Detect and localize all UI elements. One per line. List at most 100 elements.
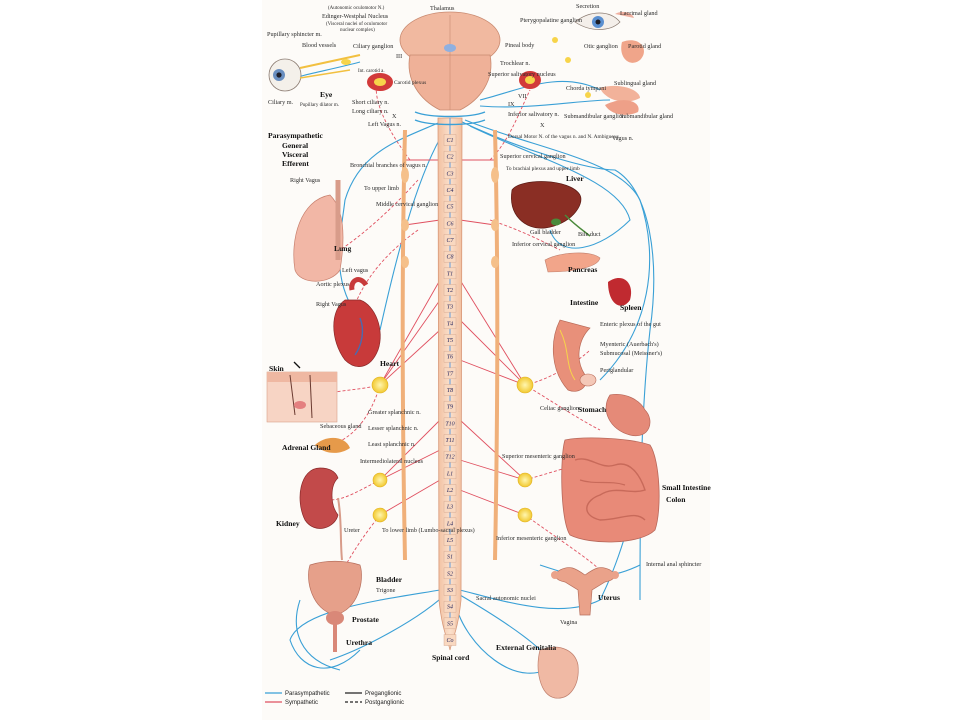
label-left-vagus-2: Left vagus [342, 267, 369, 274]
spinal-segment-label: T1 [447, 271, 453, 277]
label-periglandular: Periglandular [600, 367, 633, 374]
spinal-segment-box [443, 634, 457, 646]
label-liver: Liver [566, 174, 584, 183]
left-sympathetic-chain [400, 129, 409, 561]
label-long-ciliary: Long ciliary n. [352, 108, 389, 115]
label-visceral: Visceral [282, 150, 308, 159]
spinal-segment-label: C1 [446, 138, 453, 144]
spinal-segment-box [443, 584, 457, 596]
stomach [605, 394, 651, 437]
label-to-upper-limb: To upper limb [364, 185, 399, 192]
spinal-segment-label: T4 [447, 320, 453, 327]
superior-mesenteric-ganglion-left [372, 472, 388, 488]
heart [333, 277, 381, 367]
spinal-segment-box [443, 367, 457, 380]
spinal-segment-box [443, 534, 457, 546]
spinal-segment-label: T11 [446, 438, 455, 444]
spinal-segment-label: T8 [447, 388, 453, 394]
intestine-section [552, 319, 597, 392]
spleen [608, 278, 632, 306]
label-pancreas: Pancreas [568, 265, 597, 274]
label-celiac: Celiac ganglion [540, 405, 579, 412]
label-uterus: Uterus [598, 593, 620, 602]
spinal-segment-label: T3 [447, 305, 453, 311]
label-thalamus: Thalamus [430, 5, 455, 12]
spinal-segment-label: C7 [446, 238, 454, 244]
inferior-mesenteric-ganglion-right [517, 507, 533, 523]
spinal-segment-label: T7 [447, 371, 454, 377]
label-intermediolateral: Intermediolateral nucleus [360, 458, 424, 465]
label-right-vagus: Right Vagus [290, 177, 321, 184]
spinal-segment-label: C5 [446, 205, 453, 211]
label-vagina: Vagina [560, 619, 577, 626]
spinal-segment-box [443, 200, 457, 213]
label-myenteric: Myenteric (Auerbach's) [600, 341, 659, 348]
legend-parasympathetic: Parasympathetic [285, 691, 330, 697]
labels: Thalamus (Autonomic oculomotor N.) Eding… [267, 3, 711, 662]
eye-illustration [268, 54, 361, 92]
spinal-segment-box [443, 400, 457, 413]
spinal-segment-box [443, 434, 457, 446]
label-pupillary-sphincter: Pupillary sphincter m. [267, 31, 322, 38]
spinal-segment-box [443, 267, 457, 280]
submandibular-gland [605, 100, 639, 115]
spinal-segment-box [443, 350, 457, 363]
label-lesser-splanchnic: Lesser splanchnic n. [368, 425, 419, 432]
label-adrenal: Adrenal Gland [282, 443, 331, 452]
spinal-segment-box [443, 617, 457, 630]
label-skin: Skin [269, 364, 285, 373]
label-superior-salivatory: Superior salivatory nucleus [488, 71, 556, 78]
label-small-intestine: Small Intestine [662, 483, 711, 492]
legend-sympathetic: Sympathetic [285, 700, 318, 706]
label-right-vagus-2: Right Vagus [316, 301, 347, 308]
label-internal-anal: Internal anal sphincter [646, 561, 701, 568]
spinal-segment-label: T12 [445, 455, 454, 461]
label-secretion: Secretion [576, 3, 599, 10]
label-parotid: Parotid gland [628, 43, 662, 50]
label-sublingual: Sublingual gland [614, 80, 657, 87]
spinal-segment-label: S3 [447, 588, 453, 594]
label-vagus-n: Vagus n. [612, 135, 634, 142]
lacrimal-eye [574, 11, 634, 30]
external-genitalia [537, 646, 579, 699]
spinal-segment-box [443, 150, 457, 163]
label-inferior-mesenteric: Inferior mesenteric ganglion [496, 535, 566, 542]
label-pterygopalatine: Pterygopalatine ganglion [520, 17, 582, 24]
parotid-gland [621, 40, 644, 63]
spinal-segment-box [443, 334, 457, 346]
bladder [308, 560, 362, 652]
spinal-segment-label: C2 [446, 155, 453, 161]
label-sacral-auto: Sacral autonomic nuclei [476, 595, 536, 602]
spinal-segment-label: L2 [446, 488, 453, 494]
label-trigone: Trigone [376, 587, 396, 594]
label-visceral-nuclei: (Visceral nuclei of oculomotor [326, 22, 388, 27]
sympathetic-fibers [319, 74, 601, 601]
spinal-segment-label: T5 [447, 338, 453, 344]
label-int-carotid: Int. carotid a. [358, 69, 385, 74]
label-superior-mesenteric: Superior mesenteric ganglion [502, 453, 575, 460]
spinal-segment-box [443, 384, 457, 396]
label-nerve-ix: IX [508, 101, 515, 108]
spinal-segment-box [443, 467, 457, 480]
spinal-segment-label: T9 [447, 405, 453, 411]
label-spinal-cord: Spinal cord [432, 653, 470, 662]
label-middle-cervical: Middle cervical ganglion [376, 201, 438, 208]
intestines [561, 437, 660, 543]
kidney [299, 467, 343, 561]
label-nerve-vii: VII [518, 93, 527, 100]
label-superior-cervical: Superior cervical ganglion [500, 153, 566, 160]
spinal-segment-box [443, 484, 457, 496]
label-submucosal: Submucosal (Meissner's) [600, 350, 662, 357]
label-submandibular-ganglion: Submandibular ganglion [564, 113, 625, 120]
spinal-segment-labels: C1C2C3C4C5C6C7C8T1T2T3T4T5T6T7T8T9T10T11… [443, 134, 457, 646]
label-spleen: Spleen [620, 303, 642, 312]
spinal-segment-label: S1 [447, 555, 453, 561]
spinal-segment-label: C3 [446, 171, 453, 177]
label-inferior-salivatory: Inferior salivatory n. [508, 111, 559, 118]
spinal-segment-label: T10 [445, 421, 454, 427]
head-ganglia [519, 37, 591, 98]
spinal-segment-box [443, 250, 457, 263]
label-parasym: Parasympathetic [268, 131, 323, 140]
right-sympathetic-chain [491, 129, 500, 561]
spinal-segment-label: S4 [447, 604, 453, 611]
